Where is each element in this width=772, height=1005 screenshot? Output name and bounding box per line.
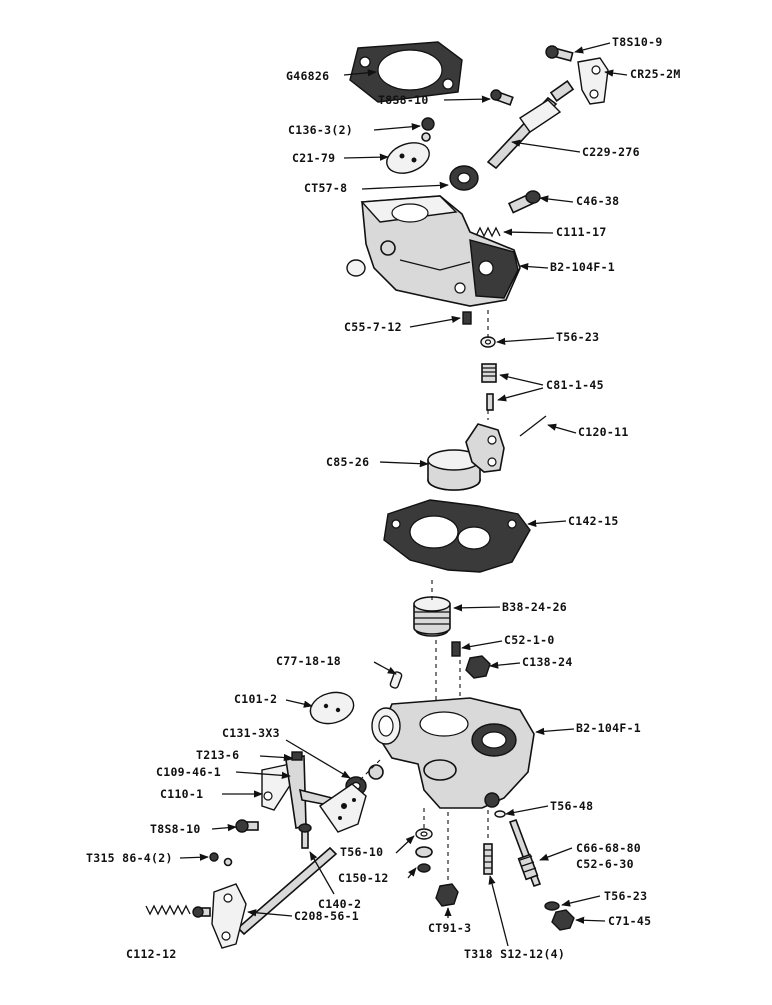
gasket-c142-15 xyxy=(383,499,531,573)
label-t8s10-9: T8S10-9 xyxy=(612,35,663,49)
label-c52-6-30: C52-6-30 xyxy=(576,857,634,871)
label-t318s12-12: T318 S12-12(4) xyxy=(464,947,565,961)
label-b2-104f-1-bottom: B2-104F-1 xyxy=(576,721,641,735)
pin-c120-11 xyxy=(519,415,547,437)
jet-c52-1-0 xyxy=(451,641,461,657)
label-t8s8-10-bottom: T8S8-10 xyxy=(150,822,201,836)
screw-t8s8-10-top xyxy=(490,89,514,106)
label-c77-18-18: C77-18-18 xyxy=(276,654,341,668)
label-c66-68-80: C66-68-80 xyxy=(576,841,641,855)
throttle-body-b2-104f-1 xyxy=(346,195,521,307)
label-c138-24: C138-24 xyxy=(522,655,573,669)
label-c81-1-45: C81-1-45 xyxy=(546,378,604,392)
label-c21-79: C21-79 xyxy=(292,151,335,165)
label-c52-1-0: C52-1-0 xyxy=(504,633,555,647)
label-c71-45: C71-45 xyxy=(608,914,651,928)
label-t56-23-bottom: T56-23 xyxy=(604,889,647,903)
label-c142-15: C142-15 xyxy=(568,514,619,528)
screw-t318s12-12 xyxy=(483,843,493,875)
label-c229-276: C229-276 xyxy=(582,145,640,159)
label-t213-6: T213-6 xyxy=(196,748,239,762)
gasket-g46826 xyxy=(349,41,463,103)
leader-arrows xyxy=(179,42,628,947)
label-t56-23-top: T56-23 xyxy=(556,330,599,344)
label-ct57-8: CT57-8 xyxy=(304,181,347,195)
part-labels: G46826 T8S10-9 CR25-2M T8S8-10 C136-3(2)… xyxy=(86,35,681,961)
label-c120-11: C120-11 xyxy=(578,425,629,439)
label-c111-17: C111-17 xyxy=(556,225,607,239)
label-c101-2: C101-2 xyxy=(234,692,277,706)
label-c85-26: C85-26 xyxy=(326,455,369,469)
label-c131-3x3: C131-3X3 xyxy=(222,726,280,740)
label-c150-12: C150-12 xyxy=(338,871,389,885)
label-b2-104f-1-top: B2-104F-1 xyxy=(550,260,615,274)
label-g46826: G46826 xyxy=(286,69,329,83)
label-c46-38: C46-38 xyxy=(576,194,619,208)
spring-c111-17 xyxy=(475,226,501,238)
shaft-c208-56-1 xyxy=(211,846,338,949)
screws-c136-3 xyxy=(421,117,435,142)
spring-c112-12 xyxy=(145,904,191,916)
washer-t56-23-top xyxy=(480,336,496,348)
screw-c46-38 xyxy=(507,190,541,214)
label-t56-10: T56-10 xyxy=(340,845,383,859)
main-jet-c66-68-80 xyxy=(508,818,542,888)
screw-lever xyxy=(192,906,211,918)
label-c55-7-12: C55-7-12 xyxy=(344,320,402,334)
screw-t8s8-10-bottom xyxy=(235,819,259,833)
nut-c138-24 xyxy=(465,655,491,679)
screw-t8s10-9 xyxy=(545,45,574,62)
plate-c21-79 xyxy=(386,142,430,174)
main-body-b2-104f-1 xyxy=(368,697,535,809)
alignment-lines xyxy=(359,310,489,884)
washer-t56-48 xyxy=(494,810,506,818)
label-t56-48: T56-48 xyxy=(550,799,593,813)
label-b38-24-26: B38-24-26 xyxy=(502,600,567,614)
screw-c140-2 xyxy=(298,823,312,849)
washer-t56-23-bottom xyxy=(544,901,560,911)
label-t31586-4: T315 86-4(2) xyxy=(86,851,173,865)
label-ct91-3: CT91-3 xyxy=(428,921,471,935)
choke-lever-assembly xyxy=(261,751,367,833)
shaft-c229-276 xyxy=(486,80,575,170)
label-c140-2: C140-2 xyxy=(318,897,361,911)
needle-valve-c81-1-45 xyxy=(481,363,497,411)
label-c110-1: C110-1 xyxy=(160,787,203,801)
part-c77-18-18 xyxy=(389,671,403,689)
label-c109-46-1: C109-46-1 xyxy=(156,765,221,779)
seal-ct57-8 xyxy=(449,165,479,191)
plug-ct91-3 xyxy=(435,883,459,907)
nut-c71-45 xyxy=(551,909,575,931)
screws-t31586-4 xyxy=(209,852,233,867)
lever-cr25-2m xyxy=(577,57,609,105)
label-c112-12: C112-12 xyxy=(126,947,177,961)
label-cr25-2m: CR25-2M xyxy=(630,67,681,81)
venturi-b38-24-26 xyxy=(413,596,451,637)
label-t8s8-10-top: T8S8-10 xyxy=(378,93,429,107)
label-c136-3: C136-3(2) xyxy=(288,123,353,137)
washers-t56-10-c150-12 xyxy=(415,828,433,873)
choke-plate-c101-2 xyxy=(309,691,355,725)
plug-c55-7-12 xyxy=(462,311,472,325)
label-c208-56-1: C208-56-1 xyxy=(294,909,359,923)
float-c85-26 xyxy=(427,423,505,491)
